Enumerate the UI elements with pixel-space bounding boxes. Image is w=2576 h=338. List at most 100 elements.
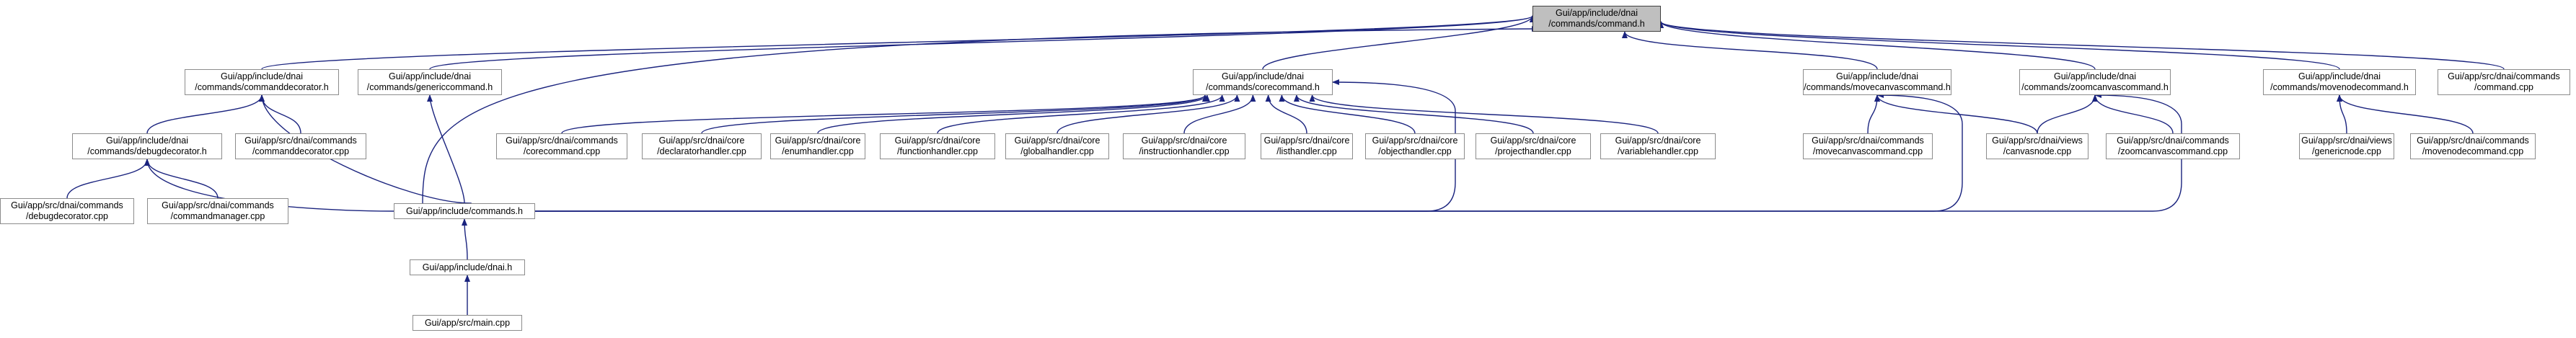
node-label-line: /genericnode.cpp — [2312, 146, 2381, 156]
node-n7[interactable]: Gui/app/src/dnai/commands/command.cpp — [2438, 69, 2570, 95]
node-label-line: Gui/app/src/dnai/commands — [1812, 135, 1924, 146]
node-n16[interactable]: Gui/app/src/dnai/core/listhandler.cpp — [1261, 133, 1353, 159]
node-n19[interactable]: Gui/app/src/dnai/core/variablehandler.cp… — [1600, 133, 1716, 159]
edge-n3-n12 — [817, 94, 1210, 134]
node-label-line: Gui/app/include/dnai — [106, 135, 188, 146]
node-n5[interactable]: Gui/app/include/dnai/commands/zoomcanvas… — [2019, 69, 2171, 95]
edge-n0-n3 — [1262, 15, 1535, 70]
node-label-line: /commands/debugdecorator.h — [87, 146, 207, 156]
node-n12[interactable]: Gui/app/src/dnai/core/enumhandler.cpp — [770, 133, 865, 159]
edge-n1-n9 — [259, 94, 301, 134]
node-n24[interactable]: Gui/app/src/dnai/commands/movenodecomman… — [2410, 133, 2536, 159]
node-label-line: Gui/app/src/dnai/core — [658, 135, 745, 146]
node-n18[interactable]: Gui/app/src/dnai/core/projecthandler.cpp — [1476, 133, 1591, 159]
node-label-line: /commands/zoomcanvascommand.h — [2021, 82, 2169, 92]
edge-n5-n27 — [535, 92, 2182, 212]
node-label-line: Gui/app/src/dnai/core — [1615, 135, 1701, 146]
node-label-line: /declaratorhandler.cpp — [657, 146, 746, 156]
edge-n8-n26 — [144, 159, 219, 199]
edge-n3-n16 — [1265, 94, 1307, 134]
node-label-line: Gui/app/include/dnai — [1222, 71, 1304, 81]
edge-n2-n27 — [427, 94, 465, 204]
node-n27[interactable]: Gui/app/include/commands.h — [394, 203, 535, 219]
node-label-line: /commands/corecommand.h — [1206, 82, 1320, 92]
node-label-line: /movecanvascommand.cpp — [1812, 146, 1923, 156]
node-n28[interactable]: Gui/app/include/dnai.h — [410, 259, 525, 275]
node-n23[interactable]: Gui/app/src/dnai/views/genericnode.cpp — [2299, 133, 2394, 159]
edge-n5-n22 — [2092, 94, 2174, 134]
node-label-line: /globalhandler.cpp — [1020, 146, 1094, 156]
node-label-line: Gui/app/include/commands.h — [406, 205, 523, 216]
edge-n0-n7 — [1658, 21, 2505, 70]
node-label-line: Gui/app/src/dnai/commands — [2448, 71, 2560, 81]
node-n20[interactable]: Gui/app/src/dnai/commands/movecanvascomm… — [1803, 133, 1933, 159]
node-label-line: /commands/commanddecorator.h — [195, 82, 329, 92]
node-n6[interactable]: Gui/app/include/dnai/commands/movenodeco… — [2263, 69, 2416, 95]
node-label-line: /functionhandler.cpp — [897, 146, 978, 156]
node-label-line: Gui/app/include/dnai — [1556, 8, 1638, 18]
node-label-line: /projecthandler.cpp — [1495, 146, 1571, 156]
edge-n3-n14 — [1057, 94, 1240, 134]
node-label-line: /corecommand.cpp — [523, 146, 601, 156]
node-label-line: Gui/app/src/dnai/views — [2301, 135, 2392, 146]
edge-n4-n27 — [535, 92, 1963, 212]
node-label-line: /zoomcanvascommand.cpp — [2117, 146, 2228, 156]
node-label-line: Gui/app/src/dnai/commands — [244, 135, 357, 146]
edge-n0-n1 — [261, 15, 1535, 70]
edge-n3-n17 — [1279, 94, 1416, 134]
edge-n3-n27 — [535, 79, 1456, 212]
node-n29[interactable]: Gui/app/src/main.cpp — [413, 315, 522, 331]
node-label-line: Gui/app/include/dnai — [221, 71, 303, 81]
edge-n3-n19 — [1309, 94, 1659, 134]
node-label-line: Gui/app/src/dnai/commands — [506, 135, 618, 146]
node-n9[interactable]: Gui/app/src/dnai/commands/commanddecorat… — [235, 133, 366, 159]
node-n4[interactable]: Gui/app/include/dnai/commands/movecanvas… — [1803, 69, 1951, 95]
node-label-line: /movenodecommand.cpp — [2422, 146, 2524, 156]
node-n25[interactable]: Gui/app/src/dnai/commands/debugdecorator… — [0, 198, 134, 224]
node-n2[interactable]: Gui/app/include/dnai/commands/genericcom… — [358, 69, 502, 95]
node-label-line: /commandmanager.cpp — [170, 211, 265, 221]
edge-n27-n28 — [462, 218, 468, 260]
node-n0[interactable]: Gui/app/include/dnai/commands/command.h — [1532, 6, 1661, 32]
node-label-line: Gui/app/src/main.cpp — [424, 317, 511, 328]
node-n1[interactable]: Gui/app/include/dnai/commands/commanddec… — [185, 69, 339, 95]
node-label-line: /enumhandler.cpp — [782, 146, 854, 156]
node-label-line: Gui/app/src/dnai/core — [775, 135, 861, 146]
node-label-line: Gui/app/src/dnai/views — [1992, 135, 2083, 146]
node-label-line: Gui/app/include/dnai — [2054, 71, 2136, 81]
node-label-line: /commands/command.h — [1548, 19, 1645, 29]
node-label-line: Gui/app/include/dnai — [2298, 71, 2381, 81]
node-n22[interactable]: Gui/app/src/dnai/commands/zoomcanvascomm… — [2106, 133, 2240, 159]
node-label-line: Gui/app/src/dnai/commands — [2117, 135, 2229, 146]
node-label-line: /objecthandler.cpp — [1378, 146, 1452, 156]
edge-n4-n21 — [1874, 94, 2038, 134]
edge-n0-n6 — [1658, 21, 2340, 70]
node-label-line: Gui/app/include/dnai — [1836, 71, 1918, 81]
node-n26[interactable]: Gui/app/src/dnai/commands/commandmanager… — [147, 198, 288, 224]
edge-n3-n15 — [1183, 94, 1256, 134]
node-label-line: /commanddecorator.cpp — [252, 146, 350, 156]
node-label-line: /debugdecorator.cpp — [26, 211, 108, 221]
edge-n3-n11 — [701, 94, 1208, 134]
node-label-line: Gui/app/src/dnai/core — [1372, 135, 1458, 146]
node-label-line: /instructionhandler.cpp — [1139, 146, 1230, 156]
node-label-line: Gui/app/src/dnai/core — [1141, 135, 1227, 146]
node-label-line: Gui/app/src/dnai/core — [1014, 135, 1100, 146]
edge-n1-n8 — [146, 94, 265, 134]
node-n13[interactable]: Gui/app/src/dnai/core/functionhandler.cp… — [880, 133, 995, 159]
node-n14[interactable]: Gui/app/src/dnai/core/globalhandler.cpp — [1005, 133, 1109, 159]
node-label-line: /commands/movenodecommand.h — [2270, 82, 2409, 92]
node-label-line: /commands/genericcommand.h — [366, 82, 493, 92]
node-label-line: Gui/app/src/dnai/core — [1263, 135, 1350, 146]
node-n3[interactable]: Gui/app/include/dnai/commands/corecomman… — [1193, 69, 1333, 95]
node-n15[interactable]: Gui/app/src/dnai/core/instructionhandler… — [1123, 133, 1245, 159]
node-n8[interactable]: Gui/app/include/dnai/commands/debugdecor… — [72, 133, 222, 159]
node-n10[interactable]: Gui/app/src/dnai/commands/corecommand.cp… — [496, 133, 627, 159]
node-label-line: /command.cpp — [2474, 82, 2533, 92]
node-n17[interactable]: Gui/app/src/dnai/core/objecthandler.cpp — [1365, 133, 1465, 159]
node-n21[interactable]: Gui/app/src/dnai/views/canvasnode.cpp — [1986, 133, 2088, 159]
node-label-line: /variablehandler.cpp — [1618, 146, 1698, 156]
node-n11[interactable]: Gui/app/src/dnai/core/declaratorhandler.… — [642, 133, 762, 159]
